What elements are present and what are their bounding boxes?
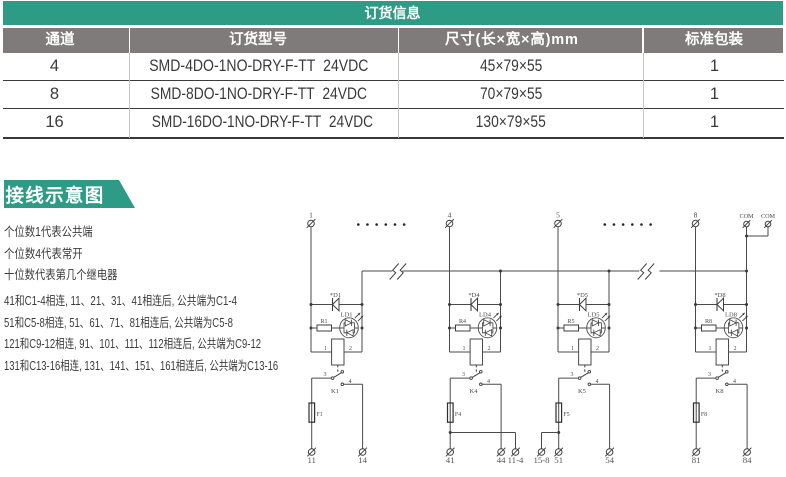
svg-text:1: 1 (709, 346, 712, 352)
svg-text:F8: F8 (701, 412, 707, 418)
svg-text:COM: COM (739, 213, 754, 220)
svg-text:F5: F5 (563, 412, 569, 418)
svg-text:K4: K4 (470, 388, 479, 395)
svg-text:4: 4 (448, 210, 452, 219)
svg-text:1: 1 (463, 346, 466, 352)
svg-text:51: 51 (554, 455, 563, 465)
svg-text:F4: F4 (455, 412, 461, 418)
svg-text:COM: COM (761, 213, 776, 220)
svg-text:R8: R8 (705, 319, 712, 325)
svg-text:4: 4 (349, 379, 352, 385)
svg-text:R5: R5 (567, 319, 574, 325)
svg-text:4: 4 (487, 379, 490, 385)
svg-text:*D1: *D1 (330, 292, 341, 299)
svg-text:LD1: LD1 (341, 312, 353, 319)
svg-text:K5: K5 (578, 388, 586, 395)
svg-text:R4: R4 (459, 319, 466, 325)
svg-text:LD5: LD5 (588, 312, 600, 319)
svg-text:8: 8 (694, 210, 698, 219)
svg-text:2: 2 (596, 346, 599, 352)
svg-text:LD4: LD4 (479, 312, 492, 319)
svg-text:4: 4 (733, 379, 736, 385)
svg-text:5: 5 (556, 210, 560, 219)
svg-text:F1: F1 (316, 412, 322, 418)
svg-text:1: 1 (309, 210, 313, 219)
svg-text:3: 3 (324, 372, 327, 378)
svg-text:1: 1 (324, 346, 327, 352)
svg-text:3: 3 (708, 372, 711, 378)
svg-text:54: 54 (605, 455, 614, 465)
svg-text:LD8: LD8 (725, 312, 737, 319)
svg-text:3: 3 (462, 372, 465, 378)
svg-text:3: 3 (571, 372, 574, 378)
svg-text:15-8: 15-8 (533, 455, 550, 465)
svg-text:2: 2 (349, 346, 352, 352)
svg-text:R1: R1 (320, 319, 327, 325)
svg-text:4: 4 (596, 379, 599, 385)
svg-text:1: 1 (571, 346, 574, 352)
svg-text:*D8: *D8 (714, 292, 725, 299)
svg-text:41: 41 (446, 455, 455, 465)
svg-text:44: 44 (497, 455, 506, 465)
svg-text:*D4: *D4 (468, 292, 480, 299)
svg-text:81: 81 (692, 455, 701, 465)
svg-text:K1: K1 (331, 388, 339, 395)
svg-text:*D5: *D5 (577, 292, 588, 299)
svg-text:14: 14 (358, 455, 367, 465)
svg-text:2: 2 (488, 346, 491, 352)
svg-text:11-4: 11-4 (508, 455, 524, 465)
svg-text:2: 2 (734, 346, 737, 352)
svg-text:84: 84 (743, 455, 752, 465)
svg-text:11: 11 (307, 455, 315, 465)
svg-text:K8: K8 (716, 388, 724, 395)
